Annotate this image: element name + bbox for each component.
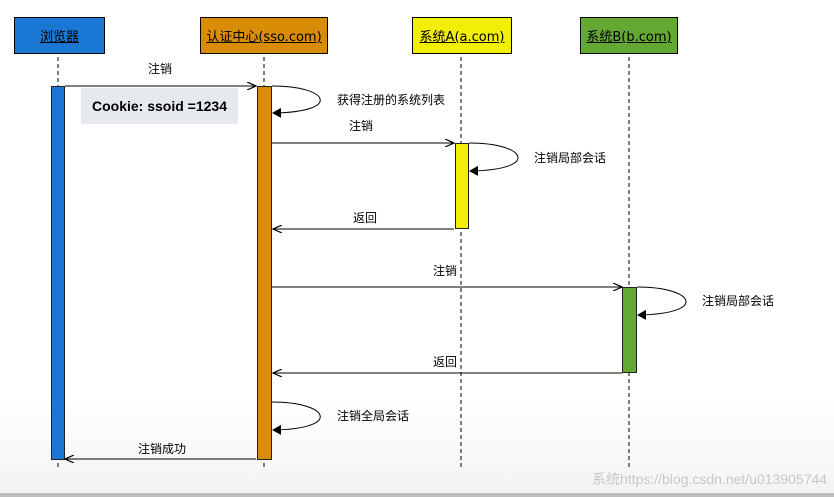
label-b-return: 返回: [433, 355, 458, 369]
activation-sys-a: [455, 143, 469, 229]
watermark: 系统https://blog.csdn.net/u013905744: [592, 471, 828, 487]
label-sso-self-get-list: 获得注册的系统列表: [337, 93, 446, 107]
cookie-note: Cookie: ssoid =1234: [81, 88, 238, 124]
label-sso-to-b: 注销: [433, 264, 458, 278]
actor-sso: 认证中心(sso.com): [200, 17, 328, 54]
arrow-a-self: [468, 142, 519, 176]
activation-sso: [257, 86, 272, 460]
activation-sys-b: [622, 287, 637, 373]
arrow-sso-self-global: [271, 401, 321, 435]
label-sso-to-browser: 注销成功: [138, 442, 187, 456]
actor-browser: 浏览器: [14, 17, 105, 54]
actor-sys-a: 系统A(a.com): [412, 17, 512, 54]
label-b-self: 注销局部会话: [702, 294, 775, 308]
activation-browser: [51, 86, 65, 460]
label-browser-to-sso: 注销: [148, 62, 173, 76]
arrows: [65, 85, 687, 459]
actor-sys-b: 系统B(b.com): [580, 17, 678, 54]
label-a-self: 注销局部会话: [534, 151, 607, 165]
arrow-sso-self-list: [271, 85, 321, 118]
label-sso-to-a: 注销: [349, 119, 374, 133]
arrow-b-self: [636, 286, 687, 320]
label-a-return: 返回: [353, 211, 378, 225]
label-sso-self-global: 注销全局会话: [337, 409, 410, 423]
bottom-border: [0, 493, 834, 497]
